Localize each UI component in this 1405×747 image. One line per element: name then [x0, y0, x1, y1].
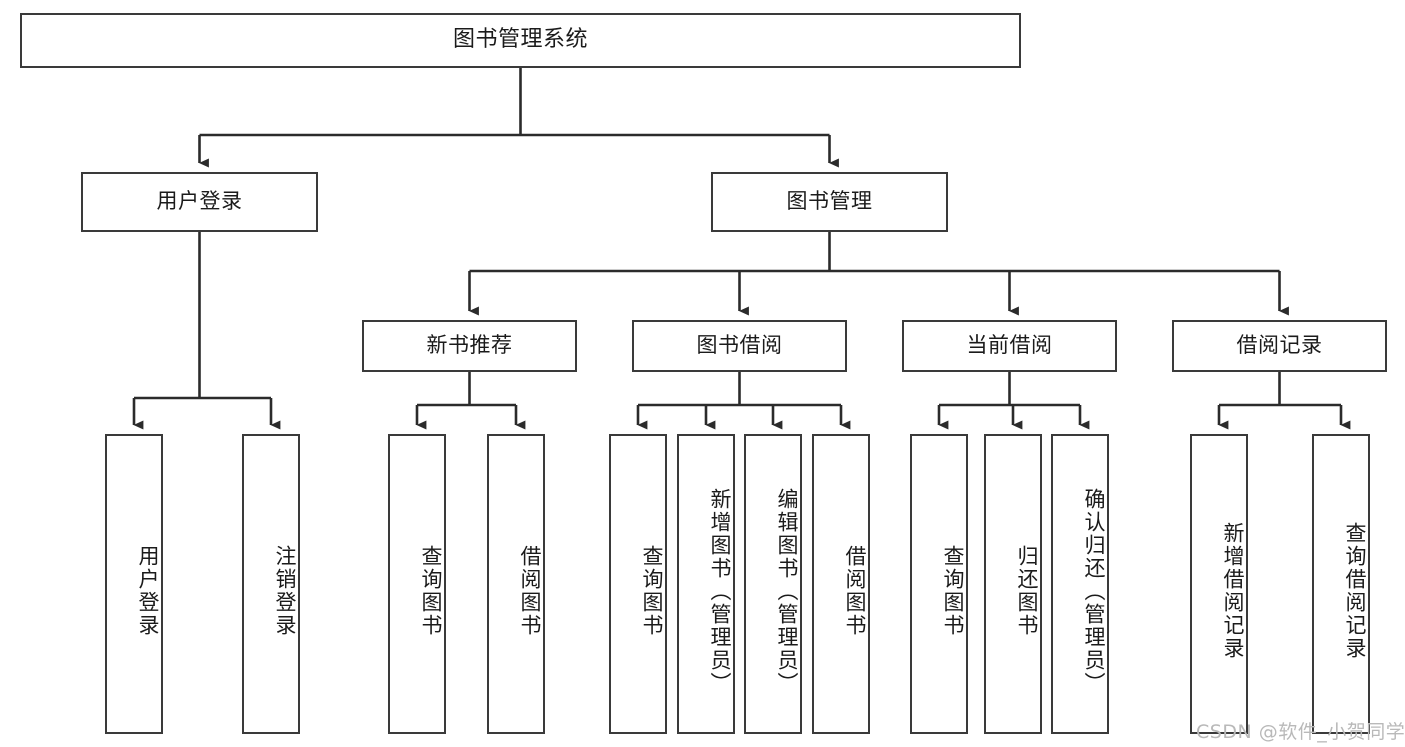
- node-current-borrow[interactable]: 当前借阅: [902, 320, 1117, 372]
- node-label: 借阅图书: [843, 545, 867, 637]
- leaf-confirm-return-admin[interactable]: 确认归还（管理员）: [1051, 434, 1109, 734]
- node-book-management[interactable]: 图书管理: [711, 172, 948, 232]
- node-label: 用户登录: [156, 189, 243, 214]
- node-label: 新增图书（管理员）: [708, 487, 732, 695]
- node-label: 图书借阅: [696, 333, 783, 358]
- leaf-borrow-book-recommend[interactable]: 借阅图书: [487, 434, 545, 734]
- node-user-login[interactable]: 用户登录: [81, 172, 318, 232]
- leaf-add-borrow-record[interactable]: 新增借阅记录: [1190, 434, 1248, 734]
- node-label: 新书推荐: [426, 333, 513, 358]
- leaf-query-book-current[interactable]: 查询图书: [910, 434, 968, 734]
- node-label: 新增借阅记录: [1221, 522, 1245, 660]
- node-label: 编辑图书（管理员）: [775, 487, 799, 695]
- node-label: 查询图书: [640, 545, 664, 637]
- node-label: 图书管理: [786, 189, 873, 214]
- leaf-edit-book-admin[interactable]: 编辑图书（管理员）: [744, 434, 802, 734]
- node-label: 确认归还（管理员）: [1082, 487, 1106, 695]
- leaf-query-book-borrow[interactable]: 查询图书: [609, 434, 667, 734]
- node-label: 注销登录: [273, 545, 297, 637]
- node-borrow-record[interactable]: 借阅记录: [1172, 320, 1387, 372]
- node-label: 归还图书: [1015, 545, 1039, 637]
- leaf-query-borrow-record[interactable]: 查询借阅记录: [1312, 434, 1370, 734]
- node-label: 借阅记录: [1236, 333, 1323, 358]
- node-label: 借阅图书: [518, 545, 542, 637]
- node-new-book-recommend[interactable]: 新书推荐: [362, 320, 577, 372]
- node-label: 查询图书: [419, 545, 443, 637]
- node-root-book-management-system[interactable]: 图书管理系统: [20, 13, 1021, 68]
- leaf-user-login[interactable]: 用户登录: [105, 434, 163, 734]
- node-label: 用户登录: [136, 545, 160, 637]
- node-book-borrow[interactable]: 图书借阅: [632, 320, 847, 372]
- node-label: 查询图书: [941, 545, 965, 637]
- node-label: 图书管理系统: [452, 27, 588, 53]
- leaf-return-book[interactable]: 归还图书: [984, 434, 1042, 734]
- leaf-query-book-recommend[interactable]: 查询图书: [388, 434, 446, 734]
- node-label: 查询借阅记录: [1343, 522, 1367, 660]
- leaf-add-book-admin[interactable]: 新增图书（管理员）: [677, 434, 735, 734]
- leaf-borrow-book[interactable]: 借阅图书: [812, 434, 870, 734]
- leaf-logout-login[interactable]: 注销登录: [242, 434, 300, 734]
- node-label: 当前借阅: [966, 333, 1053, 358]
- csdn-watermark: CSDN @软件_小贺同学: [1196, 721, 1405, 743]
